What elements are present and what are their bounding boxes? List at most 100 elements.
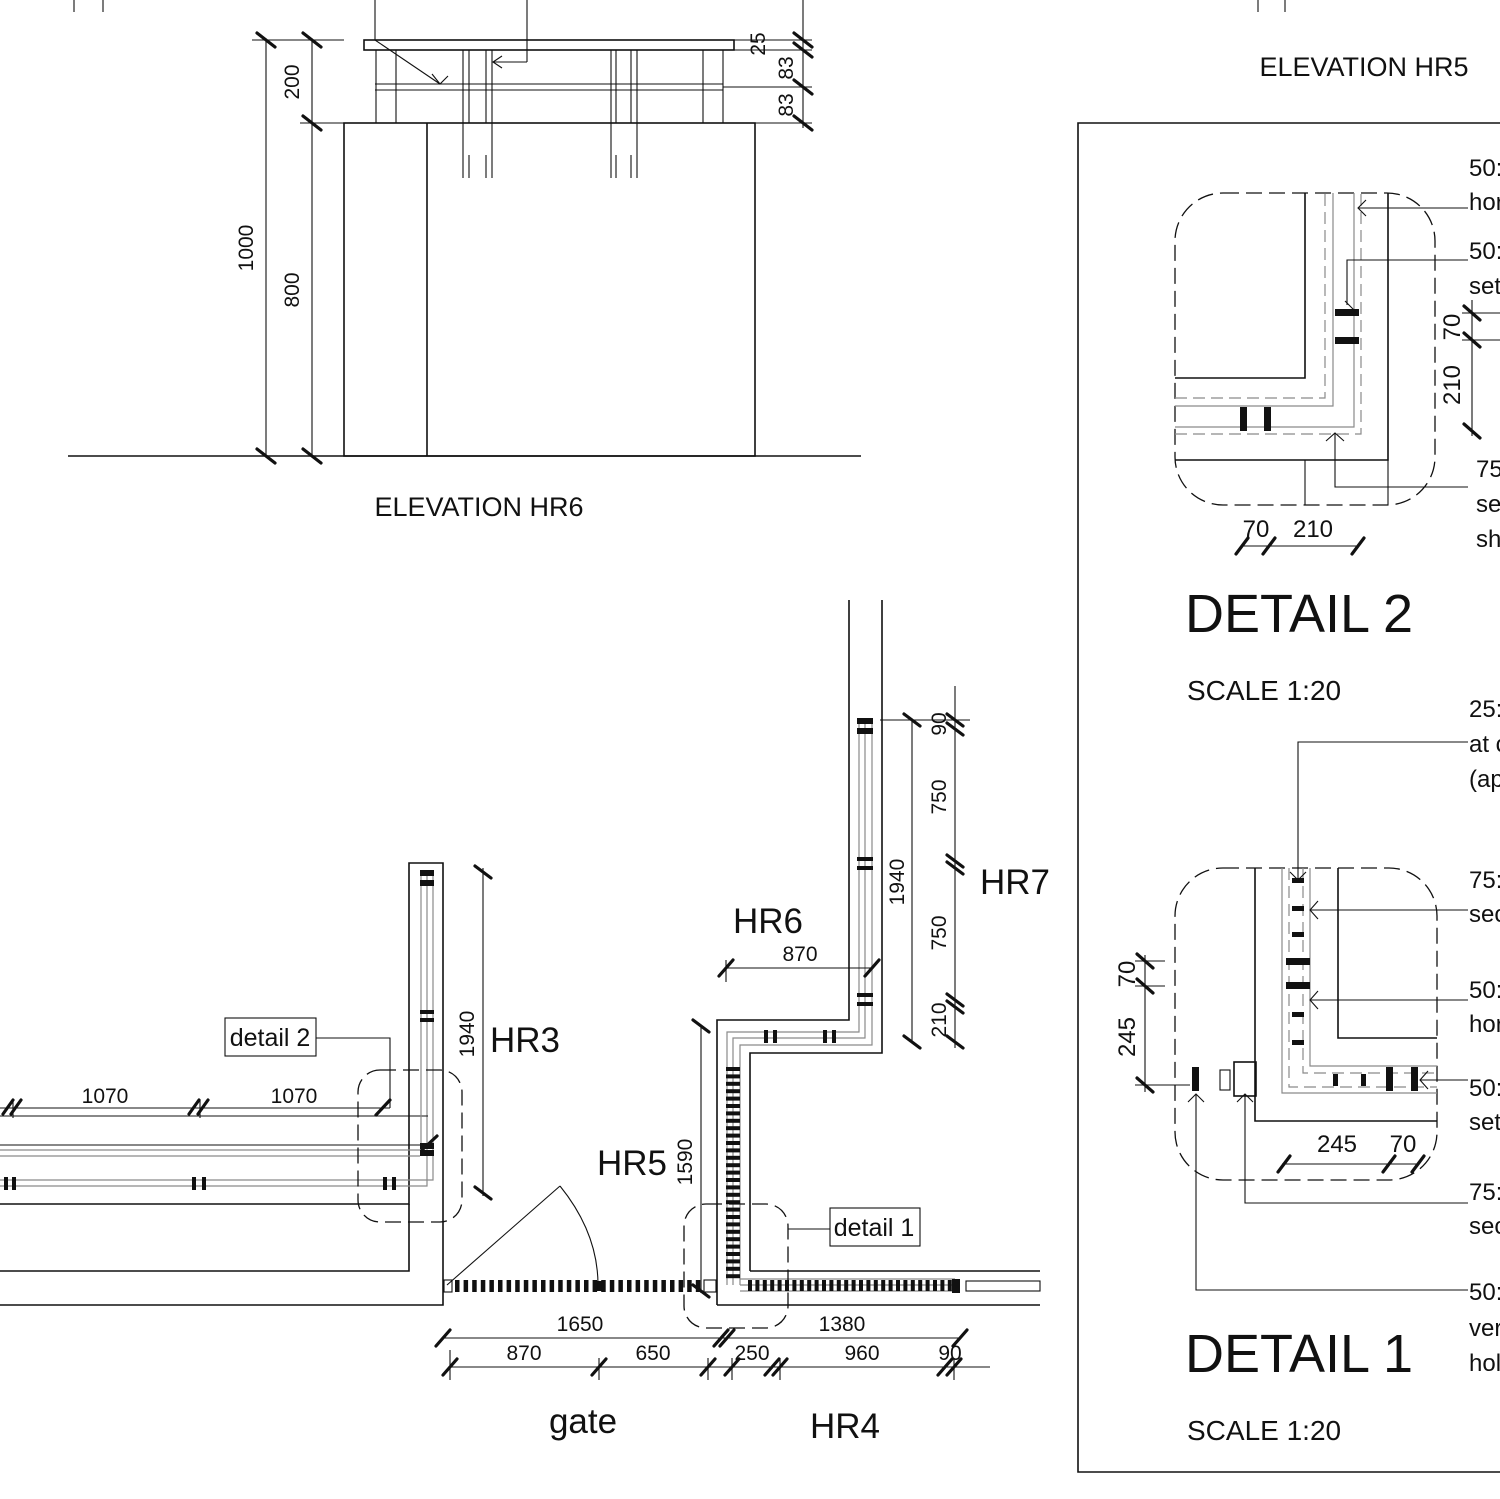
slat [1292,932,1304,937]
detail-1-note-4-line-1: 50: [1469,1075,1500,1102]
detail-1-note-1-line-2: at c [1469,731,1500,758]
slat [726,1185,740,1190]
slat [506,1280,512,1292]
slat [635,1280,641,1292]
detail-2-dim-210-h: 210 [1293,516,1333,543]
slat [918,1280,923,1291]
callout-detail-2[interactable]: detail 2 [230,1024,311,1052]
slat [814,1280,819,1291]
dim-870-gate: 870 [506,1342,541,1365]
detail-1-note-6-line-1: 50: [1469,1279,1500,1306]
detail-2-note-1-line-2: hor [1469,189,1500,216]
label-hr3: HR3 [490,1021,560,1060]
slat [755,1280,760,1291]
slat [618,1280,623,1292]
slat [498,1280,503,1292]
detail-2-note-2-line-1: 50: [1469,238,1500,265]
label-hr5: HR5 [597,1144,667,1183]
slat [726,1215,740,1219]
slat [726,1118,740,1123]
slat [726,1237,740,1242]
label-hr7: HR7 [980,863,1050,902]
detail-2-title: DETAIL 2 [1185,584,1413,644]
dim-1070-b: 1070 [271,1085,318,1108]
dim-650: 650 [635,1342,670,1365]
label-hr6: HR6 [733,902,803,941]
detail-1-note-6-line-2: ver [1469,1315,1500,1342]
slat [726,1133,740,1138]
dim-1070-a: 1070 [82,1085,129,1108]
slat [726,1274,740,1279]
slat [792,1280,797,1291]
plan-view: detail 2 1070 1070 1940 HR3 [0,600,1050,1446]
slat [541,1280,546,1292]
slat [678,1280,684,1292]
gate-slats [455,1280,701,1292]
slat [726,1126,740,1131]
slat [726,1252,740,1256]
slat [726,1200,740,1205]
slat [670,1280,675,1292]
slat [1333,1074,1338,1086]
slat [480,1280,486,1292]
label-gate: gate [549,1402,617,1441]
slat [644,1280,649,1292]
slat [726,1244,740,1249]
slat [933,1280,937,1291]
detail-1-note-6-line-3: hol [1469,1350,1500,1377]
dim-800: 800 [281,272,304,307]
slat [726,1222,740,1227]
slat [910,1280,915,1291]
detail-2-dim-70-v: 70 [1439,314,1466,341]
detail-2-note-1-line-1: 50: [1469,155,1500,182]
slat [807,1280,812,1291]
slat [844,1280,849,1291]
dim-1650: 1650 [557,1313,604,1336]
detail-1-note-2-line-1: 75: [1469,867,1500,894]
dim-83-bottom: 83 [775,93,798,116]
slat [726,1178,740,1182]
dim-25: 25 [747,32,770,55]
detail-2-drawing: 70 210 70 210 50: hor 50: set 75 se sh [1174,155,1500,556]
slat [566,1280,572,1292]
slat [726,1111,740,1116]
slat [726,1170,740,1175]
slat [1292,1012,1304,1017]
details-panel: 70 210 70 210 50: hor 50: set 75 se sh D… [1077,122,1500,1473]
dim-1000: 1000 [235,225,258,272]
slat [947,1280,952,1291]
detail-1-note-1-line-1: 25: [1469,696,1500,723]
slat [575,1280,580,1292]
slat [726,1192,740,1197]
detail-1-note-3-line-2: hor [1469,1011,1500,1038]
dim-250: 250 [734,1342,769,1365]
slat [523,1280,529,1292]
detail-1-dim-245-v: 245 [1114,1017,1141,1057]
detail-1-note-1-line-3: (ap [1469,766,1500,793]
dim-750-b: 750 [928,915,951,950]
slat [836,1280,841,1291]
callout-detail-1[interactable]: detail 1 [834,1214,915,1242]
detail-1-note-4-line-2: set [1469,1109,1500,1136]
hr5-slats [726,1067,740,1279]
slat [726,1207,740,1212]
slat [695,1280,701,1292]
slat [661,1280,666,1292]
slat [859,1280,863,1291]
dim-1940-hr7: 1940 [886,859,909,906]
slat [472,1280,477,1292]
slat [785,1280,789,1291]
slat [726,1096,740,1101]
slat [609,1280,615,1292]
slat [726,1067,740,1071]
slat [592,1280,598,1292]
slat [748,1280,752,1291]
detail-1-drawing: 70 245 245 70 25: at c (ap 75: sec 50: h… [1114,696,1500,1377]
slat [726,1089,740,1094]
slat [881,1280,886,1291]
slat [799,1280,804,1291]
dim-83-top: 83 [775,56,798,79]
detail-1-dim-70-v: 70 [1114,961,1141,988]
slat [726,1141,740,1145]
